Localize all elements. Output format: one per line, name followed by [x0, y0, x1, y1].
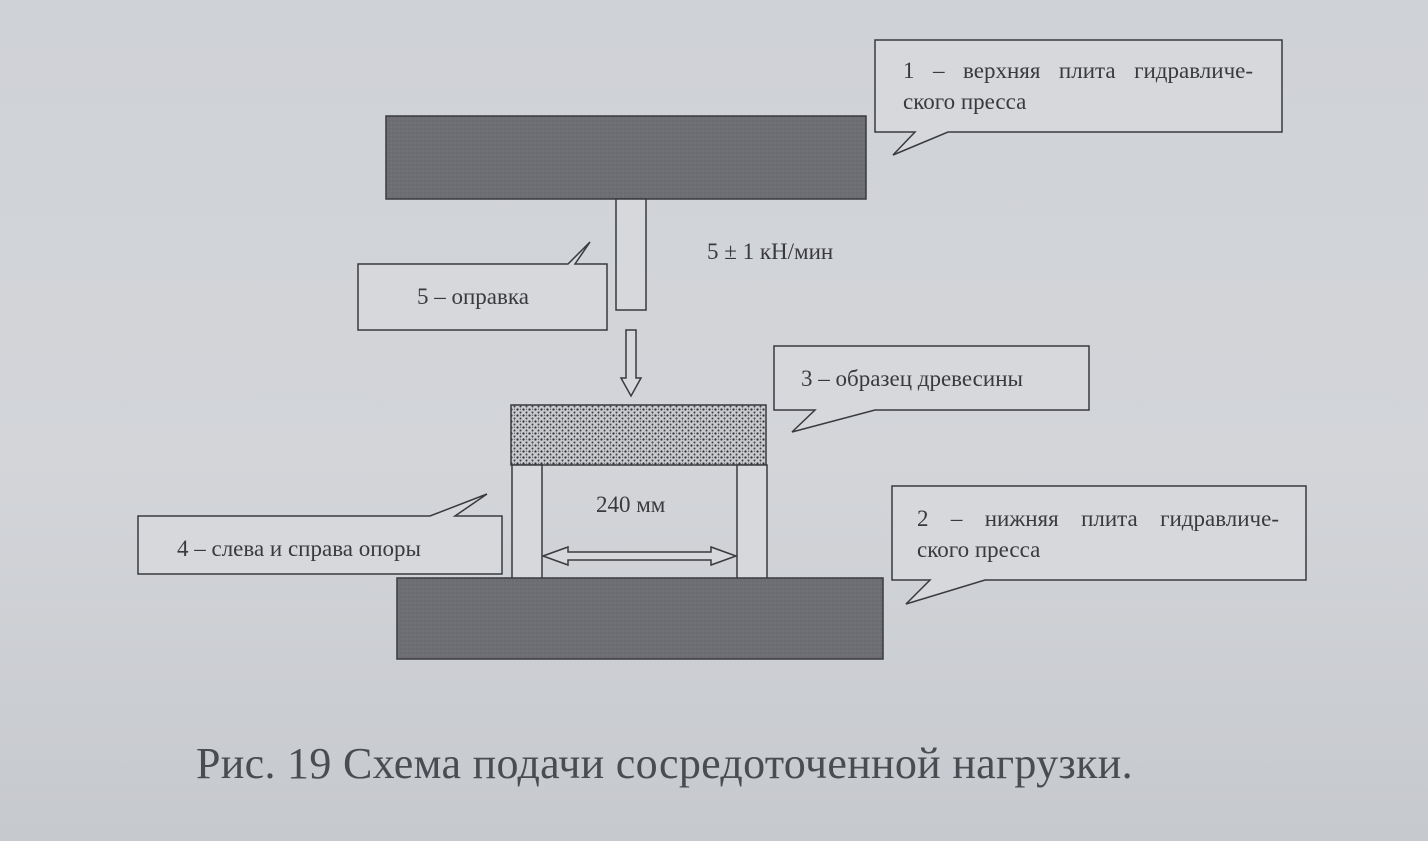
lower-plate-label-line2: ского пресса	[917, 537, 1041, 562]
load-rate-label: 5 ± 1 кН/мин	[707, 239, 834, 264]
supports-label: 4 – слева и справа опоры	[177, 536, 421, 561]
lower-press-plate	[396, 577, 884, 660]
right-support	[736, 464, 768, 581]
lower-plate-label-line1: 2 – нижняя плита гидравличе-	[917, 506, 1279, 531]
figure-caption: Рис. 19 Схема подачи сосредоточенной наг…	[196, 739, 1133, 788]
callout-mandrel	[357, 241, 608, 331]
specimen-label: 3 – образец древесины	[801, 366, 1023, 391]
left-support	[511, 464, 543, 581]
upper-plate-label-line1: 1 – верхняя плита гидравличе-	[903, 58, 1253, 83]
callout-lower-plate	[891, 485, 1307, 605]
upper-press-plate	[385, 115, 867, 200]
mandrel-label: 5 – оправка	[417, 284, 529, 309]
span-label: 240 мм	[596, 492, 666, 517]
wood-specimen	[510, 404, 767, 466]
load-arrow	[619, 329, 643, 398]
callout-specimen	[773, 345, 1090, 433]
span-dimension-arrow	[540, 545, 739, 567]
upper-plate-label-line2: ского пресса	[903, 89, 1027, 114]
callout-upper-plate	[874, 39, 1283, 156]
callout-supports	[137, 493, 503, 575]
mandrel	[615, 198, 647, 311]
